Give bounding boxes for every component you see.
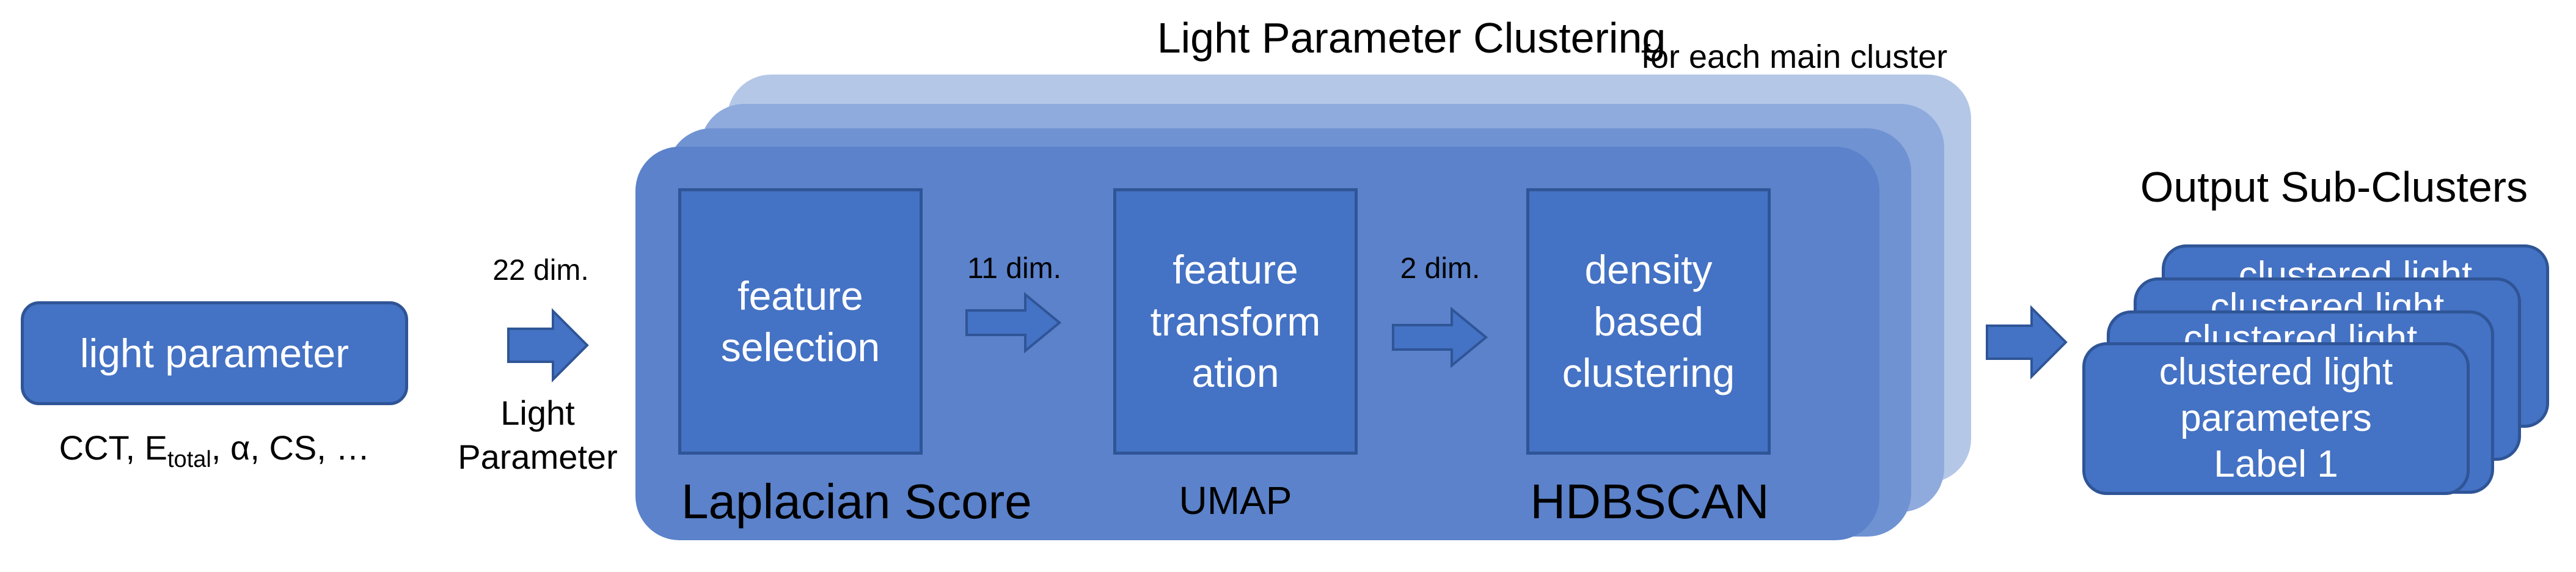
clustering-title: Light Parameter Clustering xyxy=(1157,14,1666,62)
feature-transformation-box: feature transform ation xyxy=(1113,188,1358,455)
umap-label: UMAP xyxy=(1179,479,1292,522)
feature-selection-line2: selection xyxy=(720,324,880,370)
density-clustering-line1: density xyxy=(1584,247,1713,293)
density-clustering-box: density based clustering xyxy=(1526,188,1771,455)
cluster-card-1-line1: clustered light xyxy=(2159,351,2393,393)
caption-post: , α, CS, … xyxy=(211,428,370,467)
arrow-2-dim-icon xyxy=(1392,306,1488,369)
cluster-card-1-line3: Label 1 xyxy=(2214,443,2338,486)
input-arrow-icon xyxy=(507,308,589,383)
output-arrow-icon xyxy=(1986,305,2068,380)
arrow-11-dim-icon xyxy=(965,292,1062,354)
feature-selection-line1: feature xyxy=(737,273,863,318)
feature-selection-box: feature selection xyxy=(678,188,923,455)
feature-transformation-line3: ation xyxy=(1191,350,1279,396)
caption-subscript: total xyxy=(167,447,211,473)
feature-transformation-line2: transform xyxy=(1150,298,1321,344)
light-parameter-arrow-label: Light Parameter xyxy=(443,391,632,479)
dim-2-label: 2 dim. xyxy=(1400,252,1480,285)
output-title: Output Sub-Clusters xyxy=(2140,163,2528,211)
density-clustering-line2: based xyxy=(1594,298,1703,344)
light-parameter-box: light parameter xyxy=(21,301,408,405)
caption-pre: CCT, E xyxy=(59,428,167,467)
light-parameter-caption: CCT, Etotal, α, CS, … xyxy=(21,428,408,473)
laplacian-score-label: Laplacian Score xyxy=(681,474,1032,529)
cluster-card-1: clustered light parameters Label 1 xyxy=(2082,342,2470,495)
dim-22-label: 22 dim. xyxy=(492,254,589,287)
hdbscan-label: HDBSCAN xyxy=(1530,474,1769,529)
arrow-label-line2: Parameter xyxy=(458,437,618,476)
light-parameter-label: light parameter xyxy=(79,330,349,376)
density-clustering-line3: clustering xyxy=(1562,350,1735,396)
dim-11-label: 11 dim. xyxy=(967,252,1061,285)
feature-transformation-line1: feature xyxy=(1173,247,1298,293)
cluster-card-1-line2: parameters xyxy=(2180,397,2372,439)
arrow-label-line1: Light xyxy=(500,394,575,432)
loop-label: for each main cluster xyxy=(1641,38,1948,75)
